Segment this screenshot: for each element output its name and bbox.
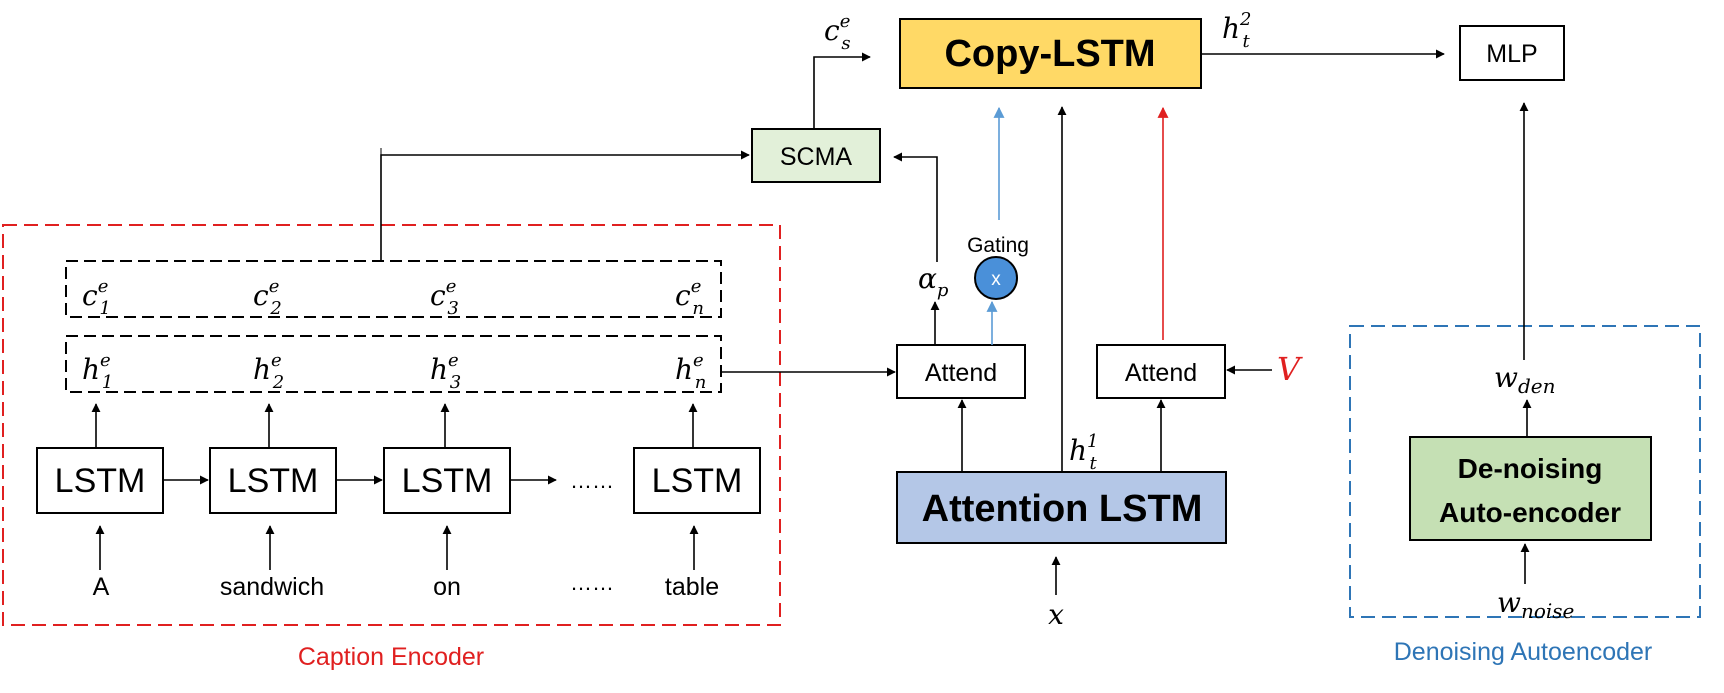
- w-den-symbol: wden: [1494, 361, 1556, 398]
- caption-encoder-frame: [2, 224, 781, 626]
- attention-lstm-label: Attention LSTM: [922, 488, 1203, 530]
- w-noise-symbol: wnoise: [1497, 586, 1574, 623]
- scma-box: [751, 128, 881, 183]
- attend-right-label: Attend: [1125, 359, 1197, 387]
- encoder-lstm-2: [209, 447, 337, 514]
- attend-right-box: [1096, 344, 1226, 399]
- x-symbol: x: [1048, 598, 1064, 631]
- input-word-1: A: [93, 573, 110, 601]
- gating-node: [974, 256, 1018, 300]
- lstm-ellipsis: ……: [570, 468, 614, 493]
- denoising-autoencoder-frame: [1349, 325, 1701, 618]
- encoder-lstm-n: [633, 447, 761, 514]
- alpha-to-scma-arrow: [893, 152, 938, 262]
- encoder-lstm-1-label: LSTM: [55, 462, 146, 500]
- scma-to-copy-lstm-arrow: [813, 52, 871, 129]
- hidden-state-row: [65, 335, 722, 393]
- gating-multiply-icon: x: [991, 269, 1001, 290]
- input-word-n: table: [665, 573, 719, 601]
- denoising-autoencoder-label: Denoising Autoencoder: [1394, 638, 1653, 666]
- input-word-3: on: [433, 573, 461, 601]
- attend-left-label: Attend: [925, 359, 997, 387]
- attend-left-box: [896, 344, 1026, 399]
- mlp-label: MLP: [1486, 40, 1537, 68]
- mlp-box: [1459, 25, 1565, 81]
- attention-lstm-box: [896, 471, 1227, 544]
- gating-label: Gating: [967, 234, 1029, 257]
- copy-lstm-label: Copy-LSTM: [944, 33, 1155, 75]
- encoder-lstm-3: [383, 447, 511, 514]
- context-vector-row: [65, 260, 722, 318]
- input-word-ellipsis: ……: [570, 570, 614, 595]
- input-word-2: sandwich: [220, 573, 324, 601]
- scma-label: SCMA: [780, 143, 853, 171]
- copy-lstm-box: [899, 18, 1202, 89]
- v-symbol: V: [1277, 350, 1303, 388]
- context-to-scma-arrow: [380, 150, 750, 261]
- encoder-lstm-3-label: LSTM: [402, 462, 493, 500]
- denoising-autoencoder-line2: Auto-encoder: [1439, 497, 1621, 528]
- encoder-lstm-2-label: LSTM: [228, 462, 319, 500]
- encoder-lstm-n-label: LSTM: [652, 462, 743, 500]
- caption-encoder-label: Caption Encoder: [298, 643, 484, 671]
- denoising-autoencoder-box: [1409, 436, 1652, 541]
- alpha-p-symbol: αp: [918, 262, 949, 301]
- denoising-autoencoder-line1: De-noising: [1458, 453, 1603, 484]
